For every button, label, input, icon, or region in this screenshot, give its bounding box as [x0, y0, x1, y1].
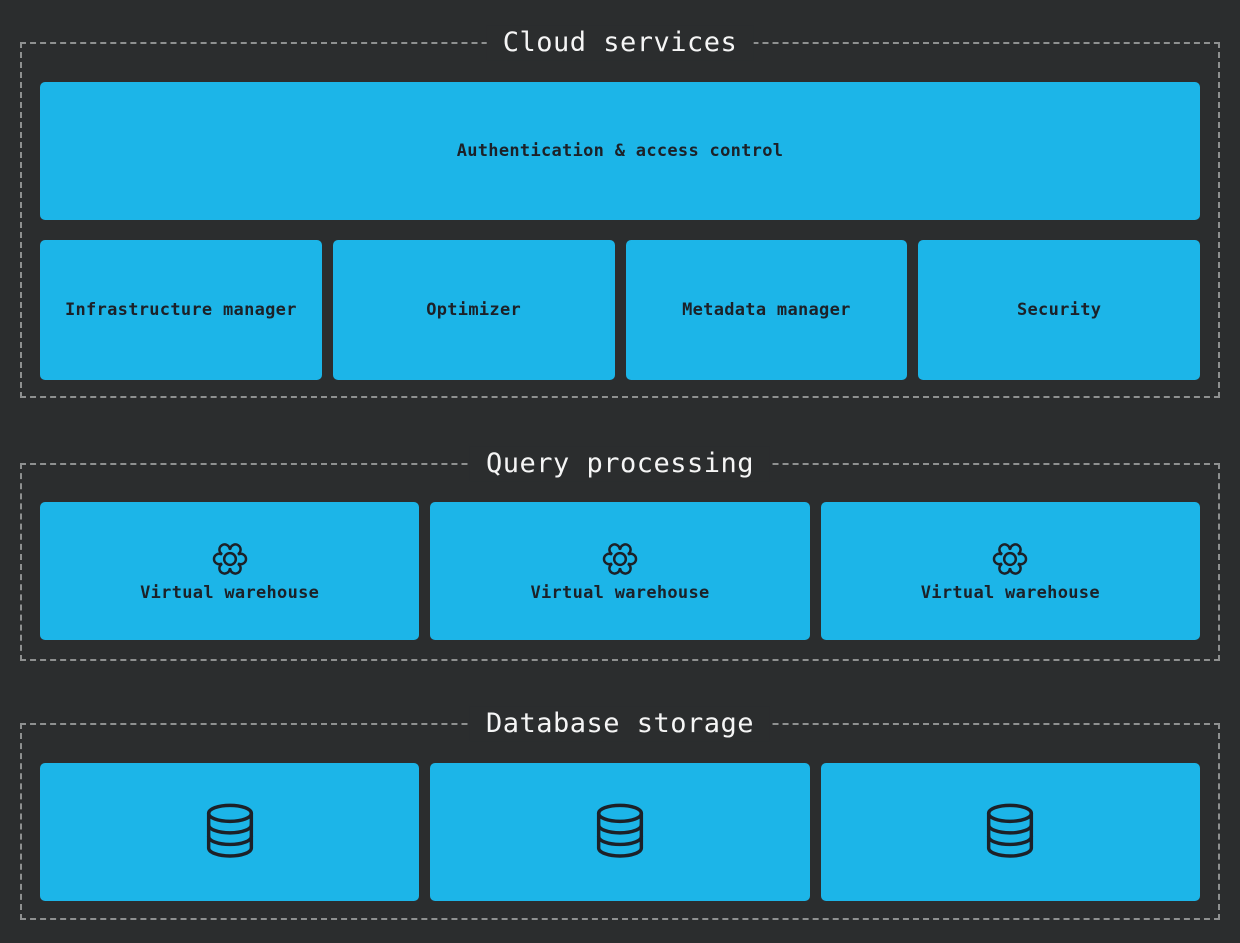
node-label: Virtual warehouse	[140, 583, 320, 603]
node-virtual-warehouse-2: Virtual warehouse	[430, 502, 810, 640]
node-virtual-warehouse-1: Virtual warehouse	[40, 502, 420, 640]
gear-icon	[600, 539, 640, 579]
cloud-services-row: Infrastructure manager Optimizer Metadat…	[40, 240, 1200, 380]
node-authentication-access-control: Authentication & access control	[40, 82, 1200, 220]
node-database-2	[430, 763, 810, 901]
node-infrastructure-manager: Infrastructure manager	[40, 240, 322, 380]
query-processing-row: Virtual warehouse Virtual warehouse	[40, 502, 1200, 640]
node-label: Security	[1016, 300, 1102, 320]
section-query-processing: Query processing Virtual warehouse	[20, 446, 1220, 661]
database-icon	[978, 800, 1042, 864]
node-virtual-warehouse-3: Virtual warehouse	[820, 502, 1200, 640]
node-label: Infrastructure manager	[64, 300, 297, 320]
database-icon	[588, 800, 652, 864]
node-optimizer: Optimizer	[332, 240, 615, 380]
section-title-cloud-services: Cloud services	[486, 25, 754, 61]
node-label: Virtual warehouse	[530, 583, 710, 603]
section-database-storage: Database storage	[20, 706, 1220, 920]
node-label: Metadata manager	[682, 300, 851, 320]
node-label: Authentication & access control	[456, 141, 784, 161]
section-title-database-storage: Database storage	[469, 706, 771, 742]
node-metadata-manager: Metadata manager	[625, 240, 908, 380]
node-database-1	[40, 763, 420, 901]
node-label: Optimizer	[426, 300, 522, 320]
database-icon	[198, 800, 262, 864]
node-database-3	[820, 763, 1200, 901]
section-title-query-processing: Query processing	[469, 446, 771, 482]
gear-icon	[990, 539, 1030, 579]
gear-icon	[210, 539, 250, 579]
database-storage-row	[40, 763, 1200, 901]
section-cloud-services: Cloud services Authentication & access c…	[20, 25, 1220, 398]
node-label: Virtual warehouse	[920, 583, 1100, 603]
node-security: Security	[918, 240, 1200, 380]
